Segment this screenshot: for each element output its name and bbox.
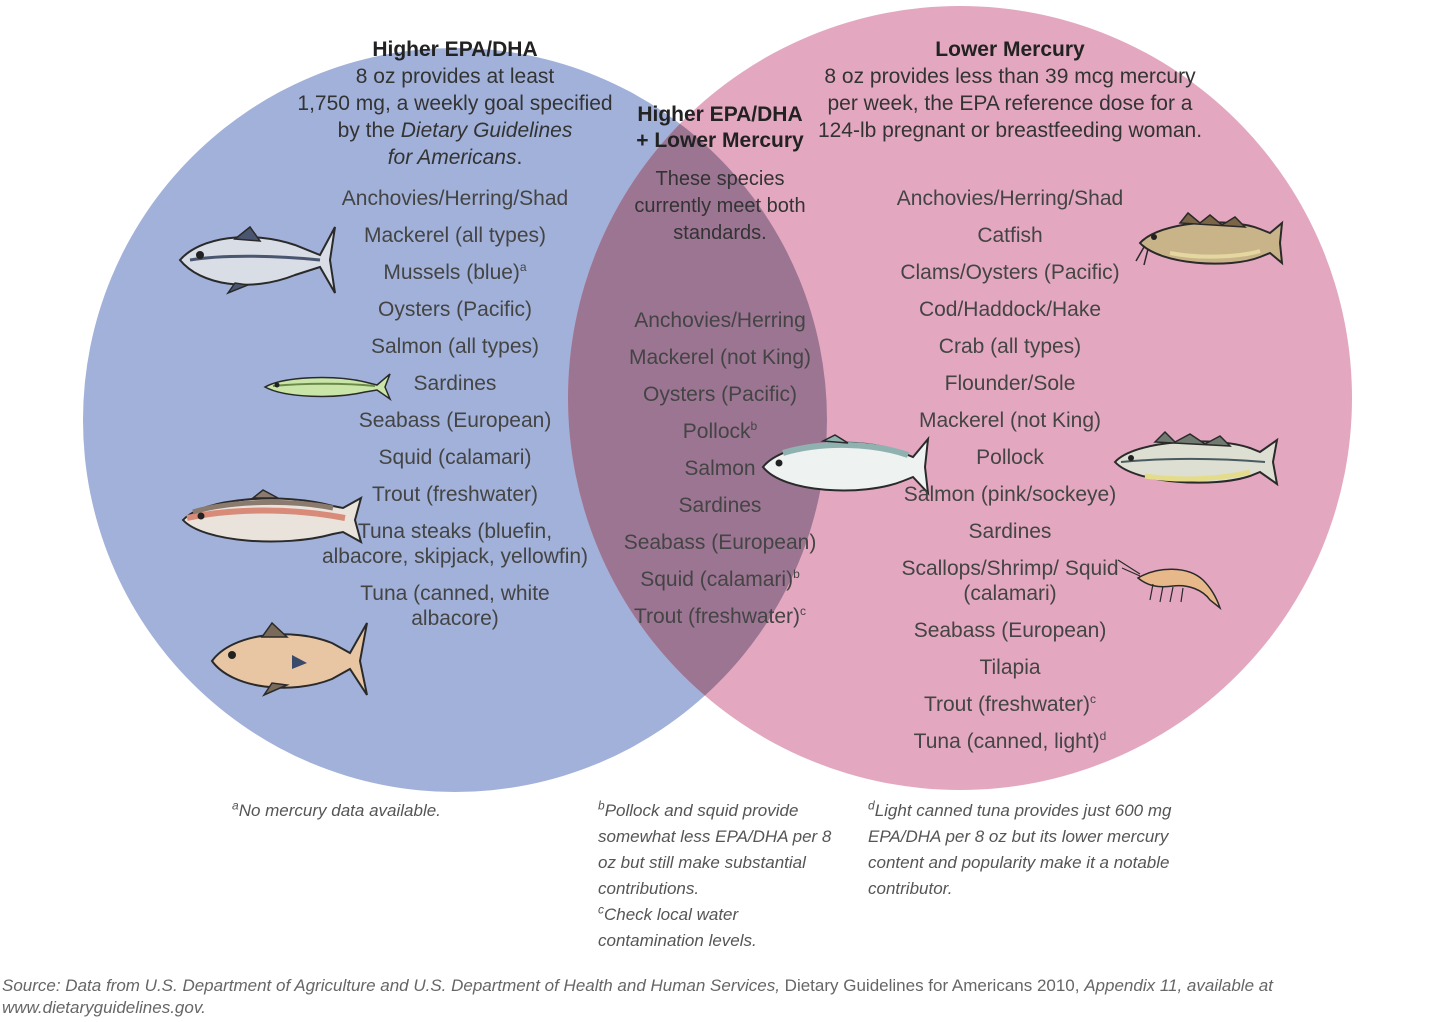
right-species-item: Tuna (canned, light)d xyxy=(913,729,1107,753)
footnote-b: bPollock and squid provide somewhat less… xyxy=(598,798,832,898)
left-species-item: Mackerel (all types) xyxy=(363,224,547,247)
left-species-item: Oysters (Pacific) xyxy=(377,298,532,321)
left-species-item: Trout (freshwater) xyxy=(371,483,539,506)
right-header: Lower Mercury 8 oz provides less than 39… xyxy=(815,36,1205,144)
middle-species-item: Mackerel (not King) xyxy=(628,346,812,369)
middle-species-item: Anchovies/Herring xyxy=(634,309,806,332)
right-heading: Lower Mercury xyxy=(935,38,1085,61)
left-species-item: Tuna (canned, white albacore) xyxy=(360,582,550,630)
middle-species-item: Sardines xyxy=(678,494,762,517)
right-species-item: Pollock xyxy=(976,446,1044,469)
shrimp-icon xyxy=(1117,559,1222,611)
yellowfin-tuna-fish-icon xyxy=(210,621,368,697)
pollock-fish-icon xyxy=(1113,430,1279,487)
right-species-item: Clams/Oysters (Pacific) xyxy=(900,261,1120,284)
left-species-item: Tuna steaks (bluefin, albacore, skipjack… xyxy=(321,520,589,568)
middle-species-item: Seabass (European) xyxy=(623,531,817,554)
left-species-item: Anchovies/Herring/Shad xyxy=(341,187,569,210)
middle-species-item: Pollockb xyxy=(682,419,758,443)
middle-species-item: Trout (freshwater)c xyxy=(633,604,807,628)
sardine-fish-icon xyxy=(263,373,392,402)
left-species-item: Squid (calamari) xyxy=(378,446,532,469)
right-species-item: Seabass (European) xyxy=(913,619,1107,642)
right-species-item: Cod/Haddock/Hake xyxy=(918,298,1102,321)
left-species-item: Mussels (blue)a xyxy=(383,260,527,284)
left-header: Higher EPA/DHA 8 oz provides at least 1,… xyxy=(255,36,655,171)
tuna-fish-icon xyxy=(178,225,336,295)
right-species-item: Sardines xyxy=(968,520,1052,543)
footnote-d: dLight canned tuna provides just 600 mg … xyxy=(868,798,1172,898)
trout-fish-icon xyxy=(181,489,363,545)
footnote-a: aNo mercury data available. xyxy=(232,798,441,820)
left-description: 8 oz provides at least 1,750 mg, a weekl… xyxy=(297,65,613,169)
middle-species-item: Salmon xyxy=(684,457,756,480)
right-species-item: Catfish xyxy=(977,224,1043,247)
footnote-b-c: bPollock and squid provide somewhat less… xyxy=(598,798,838,954)
salmon-fish-icon xyxy=(761,434,930,496)
footnote-c: cCheck local water contamination levels. xyxy=(598,902,757,950)
right-species-item: Trout (freshwater)c xyxy=(923,692,1097,716)
catfish-icon xyxy=(1135,211,1284,266)
right-species-item: Tilapia xyxy=(979,656,1041,679)
source-citation: Source: Data from U.S. Department of Agr… xyxy=(2,976,1273,1017)
right-species-item: Flounder/Sole xyxy=(944,372,1076,395)
middle-description: These species currently meet both standa… xyxy=(634,168,806,244)
middle-species-item: Oysters (Pacific) xyxy=(642,383,797,406)
right-description: 8 oz provides less than 39 mcg mercury p… xyxy=(817,65,1203,142)
right-species-item: Mackerel (not King) xyxy=(918,409,1102,432)
right-species-item: Salmon (pink/sockeye) xyxy=(903,483,1117,506)
left-species-item: Salmon (all types) xyxy=(370,335,540,358)
middle-heading: Higher EPA/DHA + Lower Mercury xyxy=(636,103,804,152)
middle-header: Higher EPA/DHA + Lower Mercury These spe… xyxy=(630,102,810,247)
right-species-item: Anchovies/Herring/Shad xyxy=(896,187,1124,210)
left-species-item: Sardines xyxy=(413,372,497,395)
middle-species-item: Squid (calamari)b xyxy=(640,567,800,591)
right-species-item: Crab (all types) xyxy=(938,335,1082,358)
left-heading: Higher EPA/DHA xyxy=(372,38,538,61)
left-species-item: Seabass (European) xyxy=(358,409,552,432)
right-species-item: Scallops/Shrimp/ Squid (calamari) xyxy=(901,557,1119,605)
